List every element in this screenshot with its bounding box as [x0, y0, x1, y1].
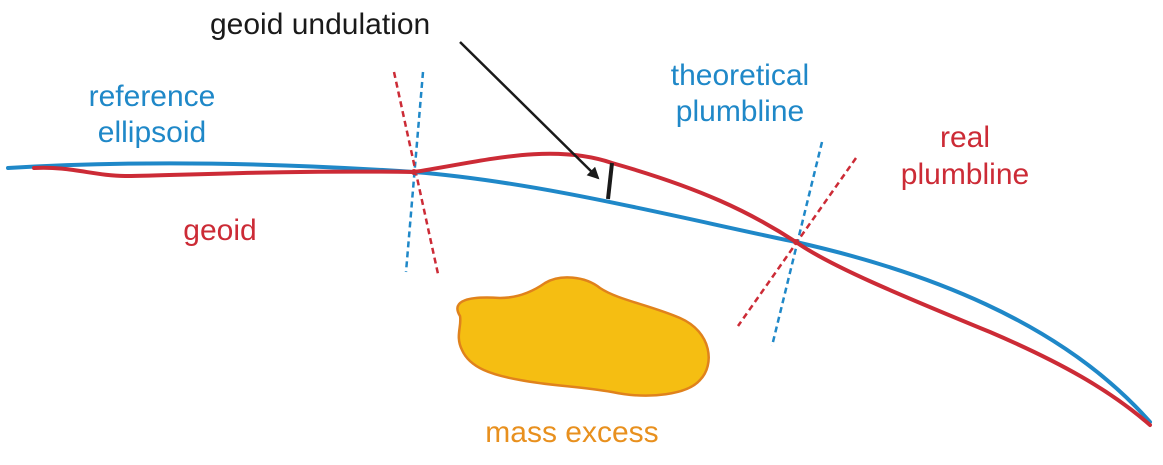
theoretical-plumbline-label-line1: theoretical	[671, 59, 809, 92]
undulation-arrow	[459, 41, 600, 180]
reference-ellipsoid-label-line1: reference	[89, 80, 216, 113]
theoretical-plumbline-label-line2: plumbline	[676, 95, 804, 128]
reference-ellipsoid-label-line2: ellipsoid	[98, 116, 206, 149]
geoid-label: geoid	[183, 214, 256, 247]
real-plumbline-label-line1: real	[940, 121, 990, 154]
left-intersection-point	[411, 169, 417, 175]
undulation-bar	[606, 162, 614, 200]
reference-ellipsoid-curve	[6, 161, 1152, 424]
right-intersection-point	[793, 239, 799, 245]
geoid-undulation-label: geoid undulation	[210, 8, 430, 41]
mass-excess-blob	[456, 276, 710, 397]
real-plumbline-label-line2: plumbline	[901, 158, 1029, 191]
mass-excess-label: mass excess	[485, 416, 658, 449]
